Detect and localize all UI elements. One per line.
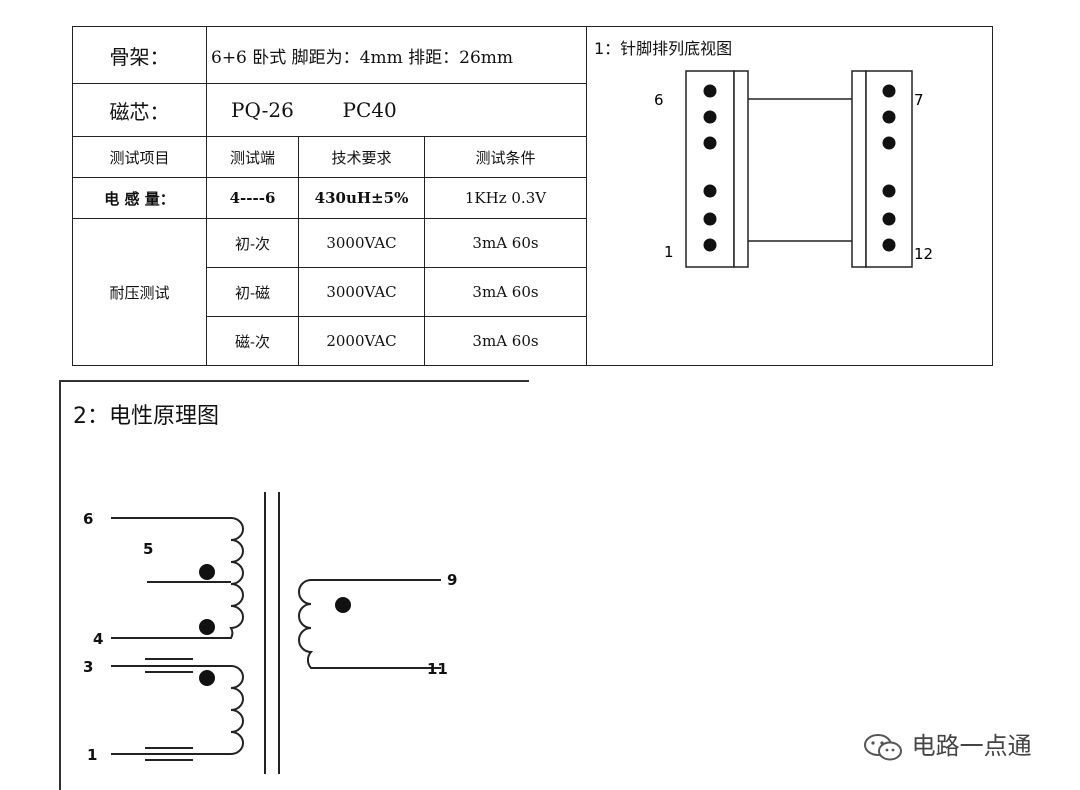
header-item: 测试项目 [72, 136, 207, 178]
pin-4 [703, 136, 717, 150]
pin-12 [882, 238, 896, 252]
inductance-requirement: 430uH±5% [298, 177, 425, 219]
hipot-requirement-3: 2000VAC [298, 316, 425, 366]
pin-6 [703, 84, 717, 98]
header-requirement: 技术要求 [298, 136, 425, 178]
core-label: 磁芯： [72, 83, 207, 137]
polarity-dot-3 [199, 670, 215, 686]
right-flange [851, 70, 867, 268]
left-pins [703, 84, 717, 252]
hipot-requirement-2: 3000VAC [298, 267, 425, 317]
pin-8 [882, 110, 896, 124]
inductance-item: 电 感 量： [72, 177, 207, 219]
hipot-condition-1: 3mA 60s [424, 218, 587, 268]
hipot-row-1: 耐压测试 初-次 3000VAC 3mA 60s [72, 218, 587, 366]
pin-2 [703, 212, 717, 226]
watermark: 电路一点通 [862, 726, 1032, 762]
schematic-pin-11: 11 [427, 660, 448, 678]
frame-row: 骨架： 6+6 卧式 脚距为：4mm 排距：26mm [72, 26, 587, 84]
hipot-label: 耐压测试 [72, 218, 207, 366]
header-terminals: 测试端 [206, 136, 299, 178]
schematic-title: 2：电性原理图 [73, 404, 219, 429]
hipot-terminals-3: 磁-次 [206, 316, 299, 366]
schematic-pin-1: 1 [87, 746, 97, 764]
hipot-condition-2: 3mA 60s [424, 267, 587, 317]
schematic-panel: 2：电性原理图 6 5 [59, 380, 529, 790]
polarity-dot-5 [199, 564, 215, 580]
pin-11 [882, 212, 896, 226]
watermark-text: 电路一点通 [911, 732, 1032, 760]
right-pin-row-body [865, 70, 913, 268]
left-pin-row-body [685, 70, 735, 268]
primary-upper-winding [111, 517, 244, 639]
pin-label-7: 7 [914, 91, 924, 109]
spec-table: 骨架： 6+6 卧式 脚距为：4mm 排距：26mm 磁芯： PQ-26 PC4… [72, 26, 587, 366]
pin-9 [882, 136, 896, 150]
schematic-drawing: 6 5 4 3 1 9 11 [83, 492, 457, 774]
schematic-pin-3: 3 [83, 658, 93, 676]
pin-10 [882, 184, 896, 198]
schematic-pin-4: 4 [93, 630, 103, 648]
pin-diagram-title: 1：针脚排列底视图 [594, 39, 733, 58]
hipot-terminals-1: 初-次 [206, 218, 299, 268]
hipot-row-3: 磁-次 2000VAC 3mA 60s [73, 316, 587, 366]
pin-3 [703, 184, 717, 198]
schematic-pin-9: 9 [447, 571, 457, 589]
inductance-condition: 1KHz 0.3V [424, 177, 587, 219]
pin-5 [703, 110, 717, 124]
schematic-pin-5: 5 [143, 540, 153, 558]
left-flange [733, 70, 749, 268]
core-row: 磁芯： PQ-26 PC40 [72, 83, 587, 137]
hipot-requirement-1: 3000VAC [298, 218, 425, 268]
core-value: PQ-26 PC40 [206, 83, 587, 137]
inductance-terminals: 4----6 [206, 177, 299, 219]
wechat-icon [864, 734, 902, 761]
schematic-pin-6: 6 [83, 510, 93, 528]
pin-diagram: 1：针脚排列底视图 6 1 7 12 [586, 26, 993, 366]
pin-1 [703, 238, 717, 252]
core-model: PQ-26 [231, 98, 294, 122]
hipot-terminals-2: 初-磁 [206, 267, 299, 317]
pin-label-12: 12 [914, 245, 933, 263]
pin-label-1: 1 [664, 243, 674, 261]
lower-winding [111, 665, 244, 755]
secondary-winding [298, 579, 441, 669]
pin-diagram-drawing: 6 1 7 12 [654, 70, 933, 268]
hipot-row-2: 初-磁 3000VAC 3mA 60s [73, 267, 587, 317]
frame-label: 骨架： [72, 26, 207, 84]
header-condition: 测试条件 [424, 136, 587, 178]
frame-value: 6+6 卧式 脚距为：4mm 排距：26mm [206, 26, 587, 84]
polarity-dot-9 [335, 597, 351, 613]
core-material: PC40 [342, 98, 397, 122]
header-row: 测试项目 测试端 技术要求 测试条件 [72, 136, 587, 178]
hipot-condition-3: 3mA 60s [424, 316, 587, 366]
polarity-dot-4 [199, 619, 215, 635]
right-pins [882, 84, 896, 252]
pin-7 [882, 84, 896, 98]
pin-label-6: 6 [654, 91, 664, 109]
inductance-row: 电 感 量： 4----6 430uH±5% 1KHz 0.3V [72, 177, 587, 219]
